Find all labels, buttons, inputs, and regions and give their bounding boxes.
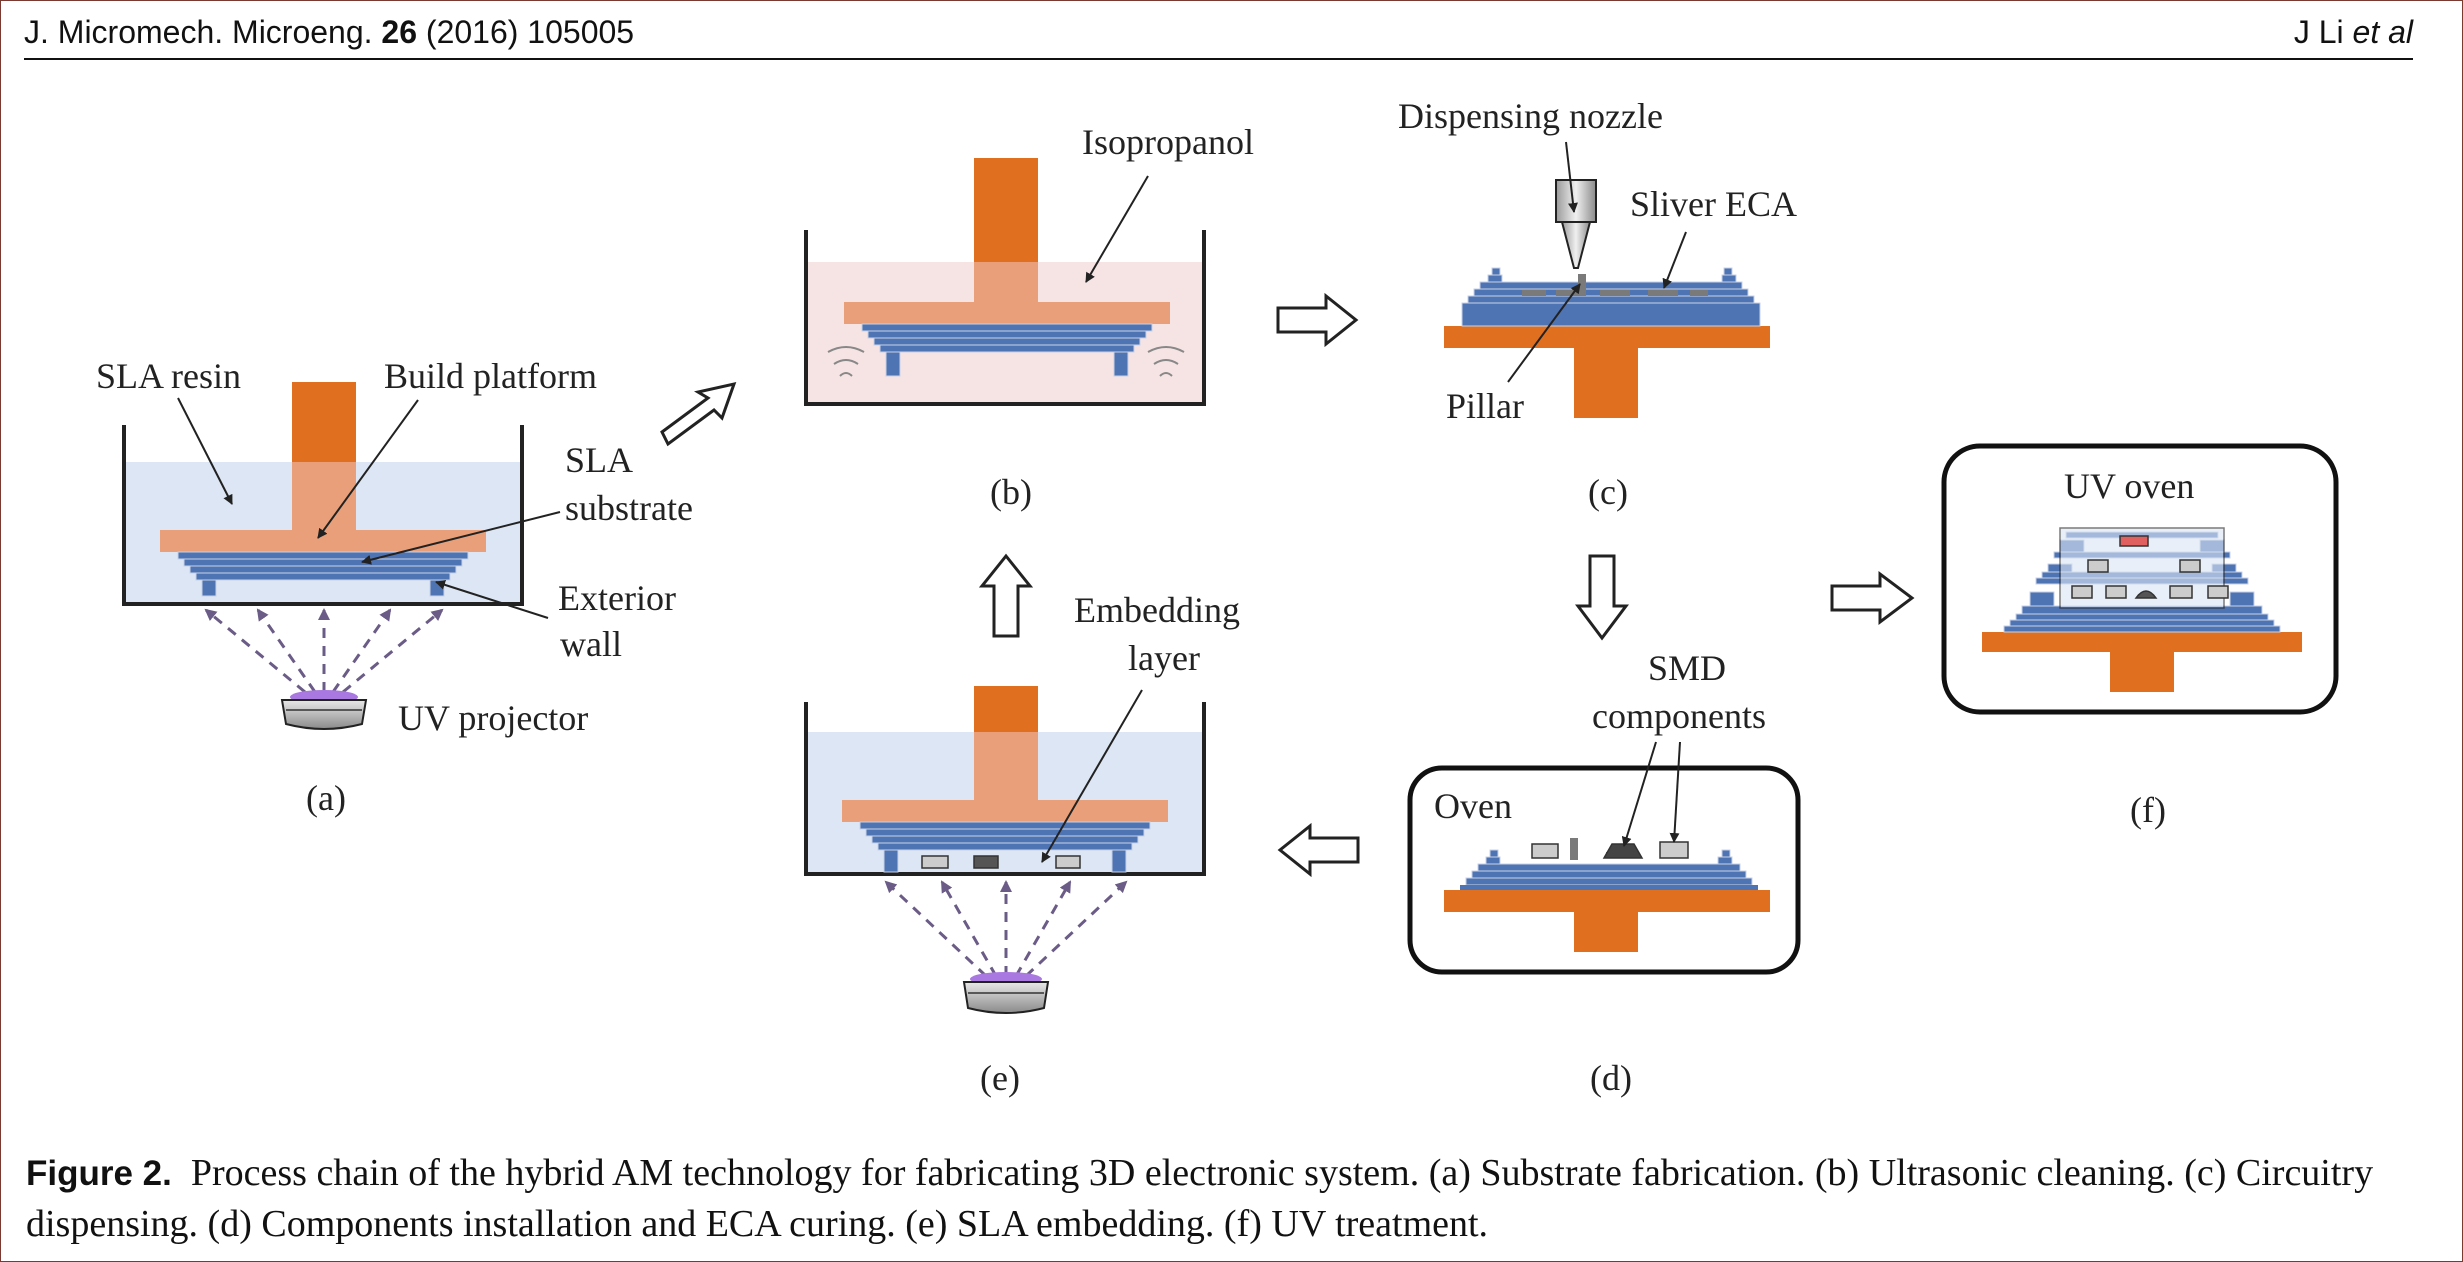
label-uv-projector: UV projector [398, 698, 588, 738]
label-embedding-line1: Embedding [1074, 590, 1240, 630]
label-embedding-line2: layer [1128, 638, 1200, 678]
build-platform-plate-c [1444, 326, 1770, 348]
uv-projector-e [962, 972, 1050, 1014]
panel-label-e: (e) [980, 1058, 1020, 1098]
process-arrow-a-to-b [660, 381, 737, 447]
label-pillar: Pillar [1446, 386, 1524, 426]
build-platform-plate-b [844, 302, 1170, 324]
components-f [2071, 535, 2229, 599]
arrow-dispensing-nozzle [1565, 141, 1578, 213]
build-platform-stem-f [2110, 652, 2174, 692]
figure-caption: Figure 2. Process chain of the hybrid AM… [26, 1148, 2426, 1249]
label-build-platform: Build platform [384, 356, 597, 396]
ultrasonic-waves-right [1147, 346, 1185, 377]
label-uv-oven: UV oven [2064, 466, 2194, 506]
panel-label-a: (a) [306, 778, 346, 818]
vat-e [804, 702, 1206, 876]
vat-a [122, 425, 524, 606]
process-arrow-d-to-f [1830, 571, 1915, 625]
arrow-embedding-layer [1041, 689, 1143, 863]
arrow-smd-1 [1621, 741, 1657, 847]
build-platform-plate-e [842, 800, 1168, 822]
build-platform-plate-d [1444, 890, 1770, 912]
substrate-base-d [1460, 885, 1758, 890]
panel-e: Embedding layer (e) [804, 590, 1240, 1098]
label-exterior-line1: Exterior [558, 578, 676, 618]
arrow-sla-resin [177, 397, 233, 505]
panel-b: Isopropanol (b) [804, 122, 1254, 512]
label-smd-line2: components [1592, 696, 1766, 736]
arrow-smd-2 [1669, 741, 1681, 843]
arrow-exterior-wall [435, 579, 549, 619]
process-arrow-d-to-e [1277, 822, 1360, 878]
arrow-sla-substrate [361, 511, 561, 565]
panel-a: SLA resin Build platform SLA substrate E… [96, 356, 693, 818]
panel-d: Oven SMD components (d) [1407, 648, 1801, 1098]
uv-rays-a [204, 608, 444, 694]
running-header: J. Micromech. Microeng. 26 (2016) 105005… [24, 8, 2413, 60]
arrow-build-platform [317, 399, 419, 539]
figure-number: Figure 2. [26, 1154, 172, 1193]
process-arrow-e-to-b [978, 553, 1034, 638]
ultrasonic-waves-left [827, 346, 865, 377]
label-sla-substrate-line2: substrate [565, 488, 693, 528]
label-sla-resin: SLA resin [96, 356, 241, 396]
label-isopropanol: Isopropanol [1082, 122, 1254, 162]
label-oven: Oven [1434, 786, 1512, 826]
process-arrow-c-to-d [1575, 554, 1629, 641]
journal-volume: 26 [381, 14, 418, 50]
panel-label-c: (c) [1588, 472, 1628, 512]
caption-text: Process chain of the hybrid AM technolog… [26, 1152, 2374, 1245]
build-platform-stem-d [1574, 912, 1638, 952]
build-platform-plate-f [1982, 632, 2302, 652]
components-e [921, 855, 1081, 869]
process-arrow-b-to-c [1276, 292, 1359, 348]
dispensing-nozzle [1555, 179, 1597, 269]
label-dispensing-nozzle: Dispensing nozzle [1398, 96, 1663, 136]
sla-substrate-a [177, 551, 469, 597]
arrow-isopropanol [1085, 175, 1149, 283]
smd-components-d [1531, 838, 1689, 860]
panel-label-f: (f) [2130, 790, 2166, 830]
vat-b [804, 230, 1206, 406]
arrow-sliver-eca [1662, 231, 1687, 289]
label-exterior-line2: wall [560, 624, 622, 664]
label-sliver-eca: Sliver ECA [1630, 184, 1797, 224]
uv-projector-a [280, 690, 368, 730]
sla-substrate-e [859, 821, 1151, 873]
journal-year-article: (2016) 105005 [425, 14, 635, 50]
panel-label-d: (d) [1590, 1058, 1632, 1098]
process-chain-figure: SLA resin Build platform SLA substrate E… [96, 96, 2339, 1098]
panel-f: UV oven (f) [1941, 443, 2339, 830]
arrow-pillar [1507, 283, 1581, 383]
substrate-steps-c [1467, 267, 1755, 304]
panel-label-b: (b) [990, 472, 1032, 512]
author-citation: J Li et al [2294, 14, 2413, 51]
journal-citation: J. Micromech. Microeng. 26 (2016) 105005 [24, 14, 634, 51]
author-name: J Li [2293, 14, 2344, 50]
build-platform-stem-submerged-b [974, 262, 1038, 304]
substrate-base-c [1461, 302, 1761, 327]
label-sla-substrate-line1: SLA [565, 440, 633, 480]
uv-rays-e [884, 880, 1128, 978]
sla-substrate-b [861, 323, 1153, 377]
author-etal: et al [2352, 14, 2413, 50]
build-platform-plate-a [160, 530, 486, 552]
silver-eca-traces [1522, 290, 1708, 296]
build-platform-stem-c [1574, 348, 1638, 418]
journal-name: J. Micromech. Microeng. [24, 14, 373, 50]
panel-c: Dispensing nozzle Sliver ECA Pillar (c) [1398, 96, 1797, 512]
label-smd-line1: SMD [1648, 648, 1726, 688]
pillar-c [1578, 274, 1586, 296]
build-platform-stem-submerged-a [292, 462, 356, 530]
build-platform-stem-submerged-e [974, 732, 1038, 802]
